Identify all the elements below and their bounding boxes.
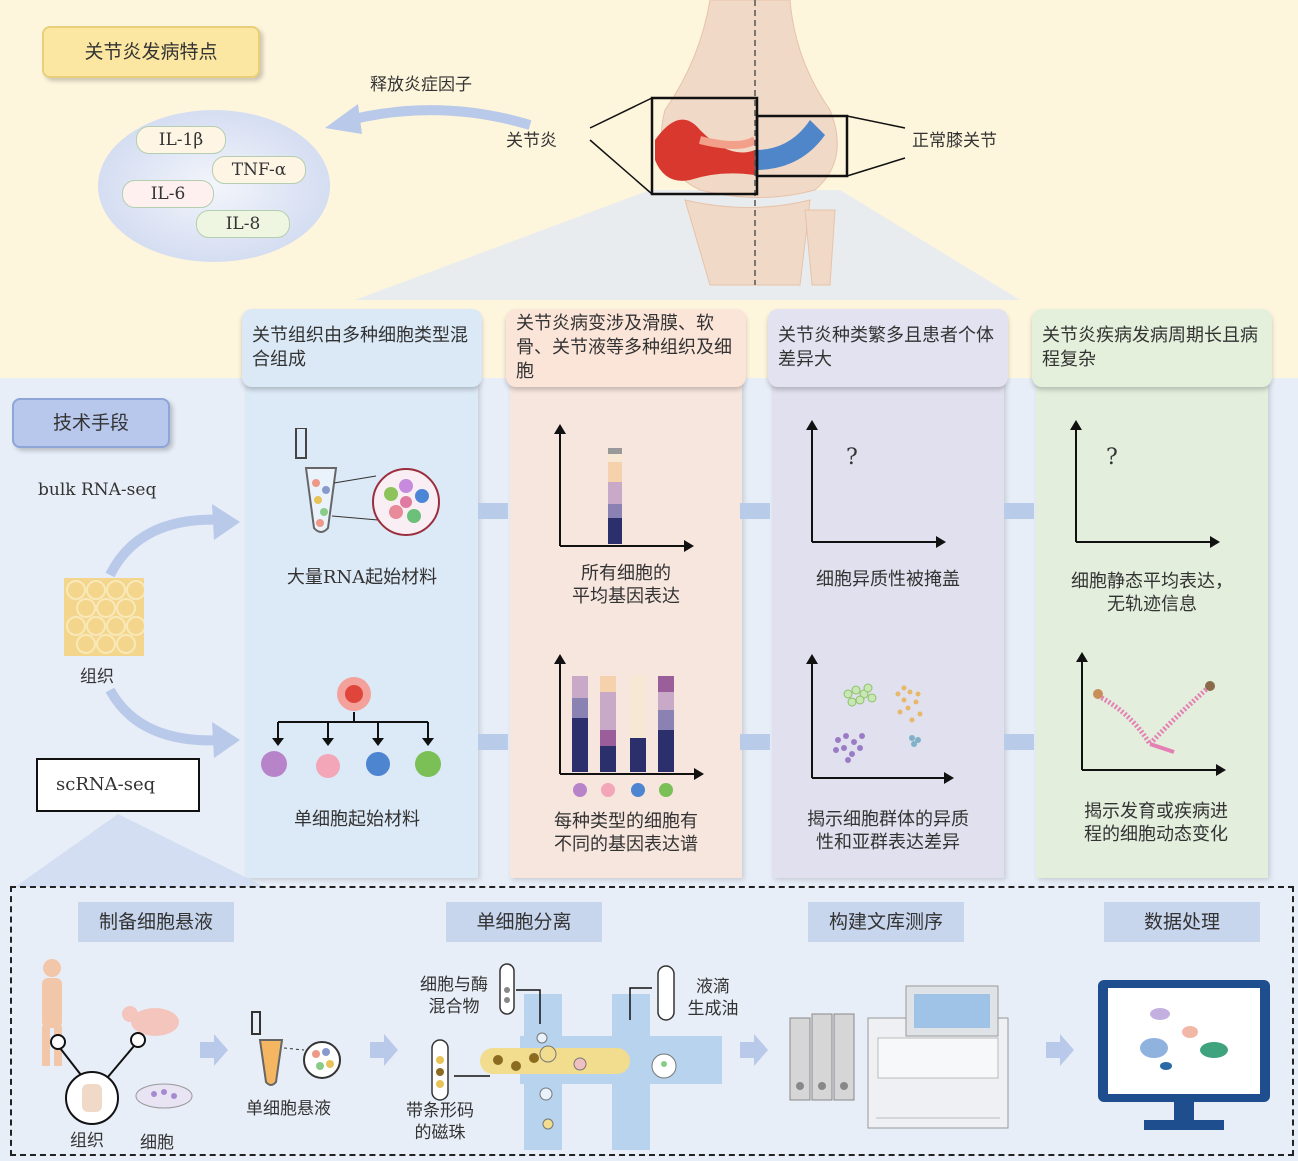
suspension-tube	[251, 1011, 341, 1086]
arthritis-features-title: 关节炎发病特点	[42, 26, 260, 78]
methods-title: 技术手段	[12, 398, 170, 448]
tissue-icon	[64, 578, 144, 656]
column-3-top-caption: 细胞异质性被掩盖	[816, 569, 960, 590]
normal-knee-label: 正常膝关节	[912, 131, 997, 151]
cell-source-label: 细胞	[140, 1133, 174, 1153]
column-4-header: 关节炎疾病发病周期长且病程复杂	[1032, 309, 1272, 387]
no-trajectory-chart: ?	[1070, 420, 1220, 548]
cytokine-il8: IL-8	[196, 210, 290, 238]
column-2-top-caption: 所有细胞的 平均基因表达	[572, 563, 680, 608]
workflow-arrows	[200, 1034, 1074, 1066]
cytokine-tnf: TNF-α	[212, 156, 306, 184]
sc-projection	[15, 814, 265, 887]
column-3	[772, 384, 1004, 878]
tissue-label: 组织	[80, 667, 114, 687]
column-3-bottom-caption: 揭示细胞群体的异质 性和亚群表达差异	[807, 809, 969, 854]
column-4-bottom-caption: 揭示发育或疾病进 程的细胞动态变化	[1084, 801, 1228, 846]
connector	[478, 503, 508, 519]
column-1-top-caption: 大量RNA起始材料	[286, 567, 438, 588]
column-2-bottom-caption: 每种类型的细胞有 不同的基因表达谱	[554, 811, 698, 856]
column-4-top-caption: 细胞静态平均表达， 无轨迹信息	[1071, 571, 1233, 616]
sequencer-icon	[789, 985, 1009, 1129]
step-data: 数据处理	[1104, 902, 1260, 942]
single-cell-tree	[261, 677, 441, 778]
column-4	[1036, 384, 1268, 878]
tissue-source-label: 组织	[70, 1131, 104, 1151]
column-2-header: 关节炎病变涉及滑膜、软骨、关节液等多种组织及细胞	[506, 309, 746, 387]
cytokine-il1b: IL-1β	[136, 126, 226, 154]
bulk-tube-icon	[295, 428, 440, 536]
connector	[1004, 503, 1034, 519]
connector	[478, 734, 508, 750]
connector	[740, 734, 770, 750]
cluster-scatter-chart	[806, 654, 954, 784]
trajectory-chart	[1076, 652, 1226, 776]
step-isolate: 单细胞分离	[446, 902, 602, 942]
arthritis-label: 关节炎	[506, 131, 557, 151]
column-3-header: 关节炎种类繁多且患者个体差异大	[768, 309, 1008, 387]
oil-label: 液滴 生成油	[687, 977, 739, 1020]
suspension-label: 单细胞悬液	[246, 1099, 331, 1119]
bulk-rnaseq-label: bulk RNA-seq	[38, 480, 157, 500]
scrnaseq-label: scRNA-seq	[36, 758, 200, 812]
microfluidic-chip	[431, 963, 722, 1150]
release-arrow	[325, 104, 532, 134]
heterogeneity-masked-chart: ?	[806, 420, 946, 548]
step-prepare: 制备细胞悬液	[78, 902, 234, 942]
per-celltype-chart	[554, 654, 704, 797]
sample-sources	[42, 959, 193, 1125]
column-1	[246, 384, 478, 878]
bulk-average-chart	[554, 424, 694, 552]
cytokine-il6: IL-6	[122, 180, 214, 208]
release-label: 释放炎症因子	[370, 75, 472, 95]
mix-label: 细胞与酶 混合物	[420, 975, 488, 1018]
zoom-lines	[589, 96, 906, 196]
step-library: 构建文库测序	[808, 902, 964, 942]
svg-text:?: ?	[1106, 445, 1118, 470]
connector	[1004, 734, 1034, 750]
workflow-box	[10, 886, 1294, 1156]
column-1-bottom-caption: 单细胞起始材料	[294, 809, 420, 830]
column-1-header: 关节组织由多种细胞类型混合组成	[242, 309, 482, 387]
svg-text:?: ?	[846, 445, 858, 470]
beads-label: 带条形码 的磁珠	[406, 1101, 474, 1144]
connector	[740, 503, 770, 519]
monitor-icon	[1098, 980, 1270, 1130]
knee-projection	[355, 190, 1020, 300]
column-2	[510, 384, 742, 878]
method-arrows	[105, 504, 240, 758]
